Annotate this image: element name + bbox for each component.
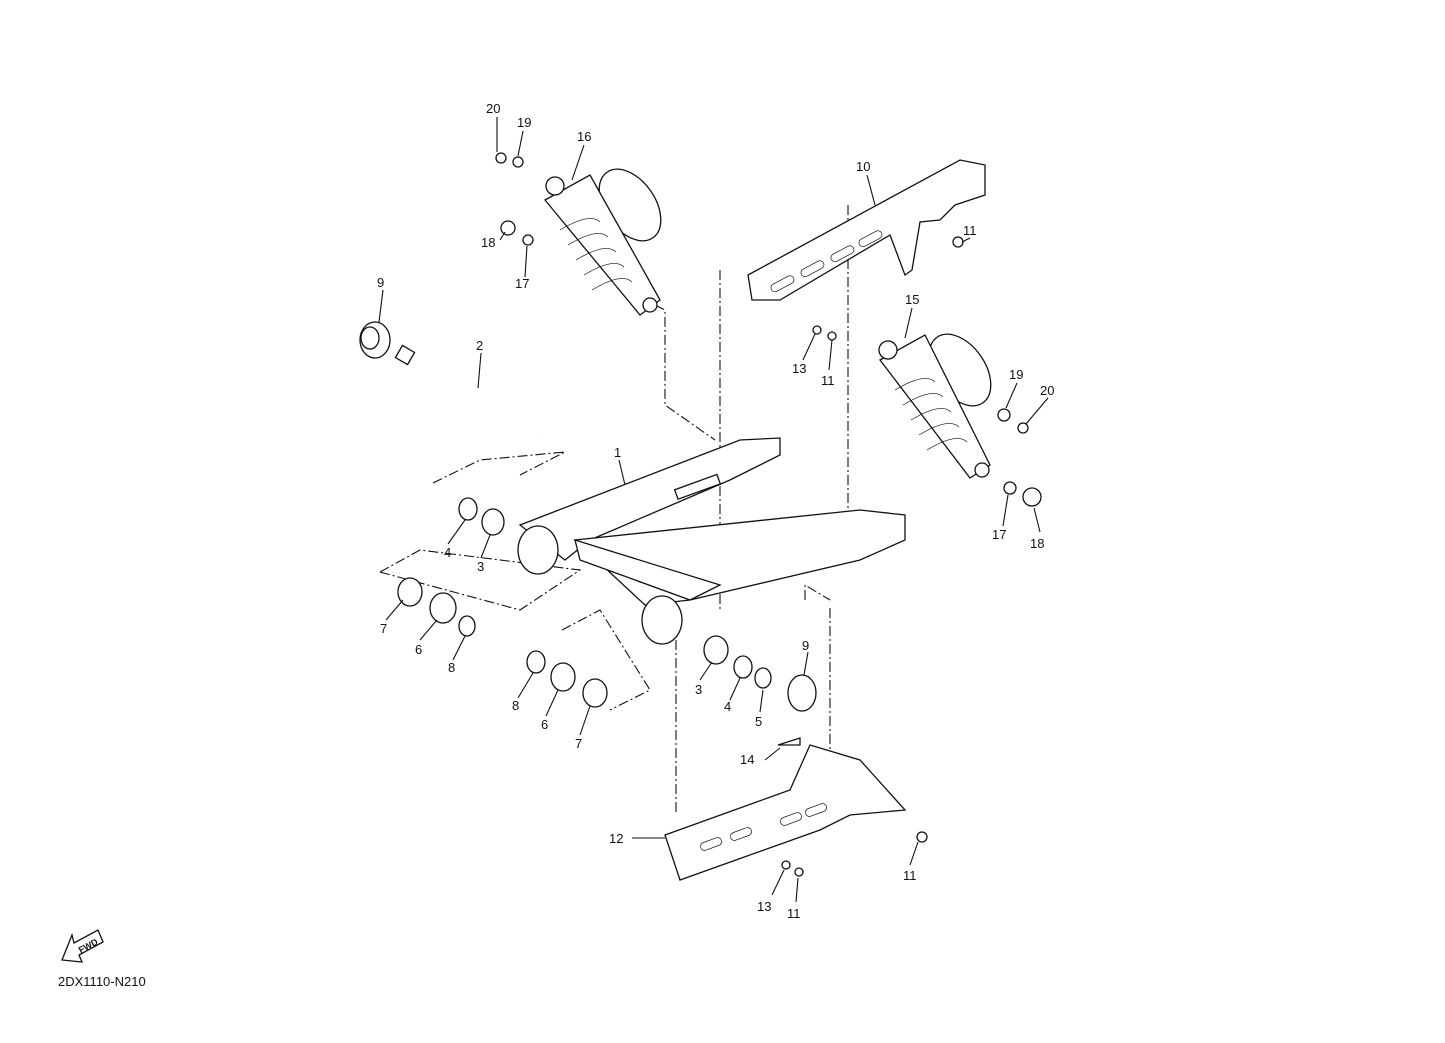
- callout-8: 8: [512, 698, 519, 713]
- callout-11: 11: [903, 868, 917, 883]
- callout-7: 7: [575, 736, 582, 751]
- callout-3: 3: [477, 559, 484, 574]
- callout-4: 4: [724, 699, 731, 714]
- callout-6: 6: [541, 717, 548, 732]
- chain-guard-12: [664, 744, 907, 881]
- forward-arrow-icon: FWD: [61, 929, 104, 963]
- callout-20: 20: [486, 101, 500, 116]
- callout-4: 4: [444, 545, 451, 560]
- small-parts: [397, 152, 1042, 877]
- callout-20: 20: [1040, 383, 1054, 398]
- callout-6: 6: [415, 642, 422, 657]
- callout-9: 9: [802, 638, 809, 653]
- callout-11: 11: [963, 223, 977, 238]
- callout-12: 12: [609, 831, 623, 846]
- callout-18: 18: [1030, 536, 1044, 551]
- callout-14: 14: [740, 752, 754, 767]
- pivot-shaft-2: [394, 344, 542, 437]
- leader-lines: [378, 117, 1049, 903]
- callout-16: 16: [577, 129, 591, 144]
- diagram-code: 2DX1110-N210: [58, 974, 146, 989]
- callout-13: 13: [757, 899, 771, 914]
- swing-arm-1: [517, 437, 906, 645]
- callout-8: 8: [448, 660, 455, 675]
- callout-labels: 20 19 16 10 11 18 17 9 2 15 13 11 19 20 …: [377, 101, 1054, 921]
- chain-cover-10: [747, 159, 986, 301]
- callout-15: 15: [905, 292, 919, 307]
- pivot-nut-9-upper: [359, 321, 391, 359]
- callout-13: 13: [792, 361, 806, 376]
- rear-shock-absorber-16: [544, 168, 662, 316]
- callout-19: 19: [1009, 367, 1023, 382]
- callout-11: 11: [821, 373, 835, 388]
- callout-11: 11: [787, 906, 801, 921]
- rear-shock-absorber-15: [878, 333, 992, 479]
- callout-2: 2: [476, 338, 483, 353]
- callout-17: 17: [515, 276, 529, 291]
- callout-7: 7: [380, 621, 387, 636]
- callout-3: 3: [695, 682, 702, 697]
- callout-10: 10: [856, 159, 870, 174]
- callout-19: 19: [517, 115, 531, 130]
- callout-1: 1: [614, 445, 621, 460]
- callout-18: 18: [481, 235, 495, 250]
- callout-9: 9: [377, 275, 384, 290]
- callout-17: 17: [992, 527, 1006, 542]
- callout-5: 5: [755, 714, 762, 729]
- assembly-lines: [379, 205, 849, 815]
